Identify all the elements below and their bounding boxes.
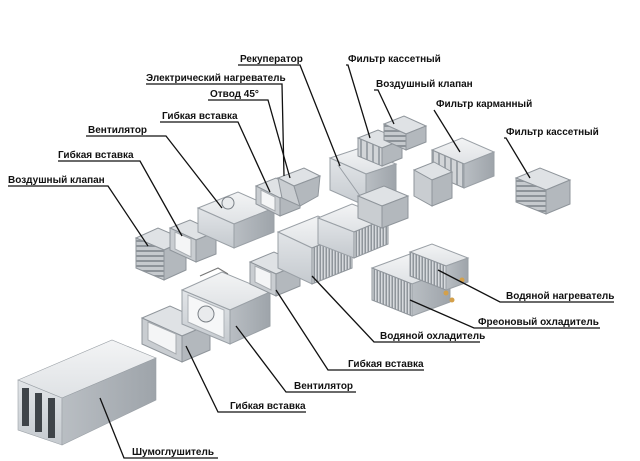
- leader-line: [437, 269, 614, 303]
- silencer-unit: [17, 339, 157, 446]
- leader-line: [99, 397, 218, 459]
- flex-insert-middle: [248, 251, 302, 297]
- leader-line: [504, 137, 531, 179]
- transition-piece: [356, 185, 410, 229]
- leader-line: [185, 345, 306, 413]
- label-cassette-filter-right: Фильтр кассетный: [506, 127, 599, 138]
- label-flex-insert-2: Гибкая вставка: [162, 111, 238, 122]
- label-recuperator: Рекуператор: [240, 54, 303, 65]
- label-elbow-45: Отвод 45°: [210, 89, 259, 100]
- leader-line: [346, 64, 371, 139]
- leader-line: [238, 64, 341, 167]
- leader-line: [409, 299, 600, 329]
- fan-unit-top: [196, 191, 276, 249]
- leader-line: [208, 99, 291, 179]
- leader-line: [433, 109, 461, 153]
- label-freon-cooler: Фреоновый охладитель: [478, 317, 599, 328]
- label-water-cooler: Водяной охладитель: [380, 331, 486, 342]
- leader-line: [58, 160, 183, 237]
- label-air-damper-left: Воздушный клапан: [8, 175, 105, 186]
- label-silencer: Шумоглушитель: [132, 447, 214, 458]
- leader-line: [374, 89, 395, 125]
- leader-line: [235, 325, 356, 393]
- label-air-damper-top: Воздушный клапан: [376, 79, 473, 90]
- cassette-filter-right: [514, 167, 572, 215]
- label-flex-insert-3: Гибкая вставка: [348, 359, 424, 370]
- recuperator-unit: [328, 147, 398, 207]
- label-flex-insert-4: Гибкая вставка: [230, 401, 306, 412]
- pocket-filter-unit: [430, 137, 496, 189]
- label-electric-heater: Электрический нагреватель: [146, 73, 286, 84]
- leader-line: [160, 121, 271, 193]
- label-water-heater: Водяной нагреватель: [506, 291, 615, 302]
- diffuser-piece: [412, 161, 454, 207]
- leader-line: [146, 83, 285, 177]
- air-damper-top: [382, 115, 428, 151]
- label-fan-top: Вентилятор: [88, 125, 148, 136]
- label-fan-bottom: Вентилятор: [294, 381, 354, 392]
- leader-lines: [8, 64, 614, 459]
- leader-line: [8, 185, 149, 247]
- leader-line: [311, 275, 480, 343]
- label-flex-insert-1: Гибкая вставка: [58, 150, 134, 161]
- label-pocket-filter: Фильтр карманный: [436, 99, 533, 110]
- label-cassette-filter-top: Фильтр кассетный: [348, 54, 441, 65]
- electric-heater-unit: [316, 203, 390, 259]
- leader-line: [275, 289, 424, 371]
- elbow-45-unit: [276, 167, 322, 207]
- leader-line: [86, 135, 223, 209]
